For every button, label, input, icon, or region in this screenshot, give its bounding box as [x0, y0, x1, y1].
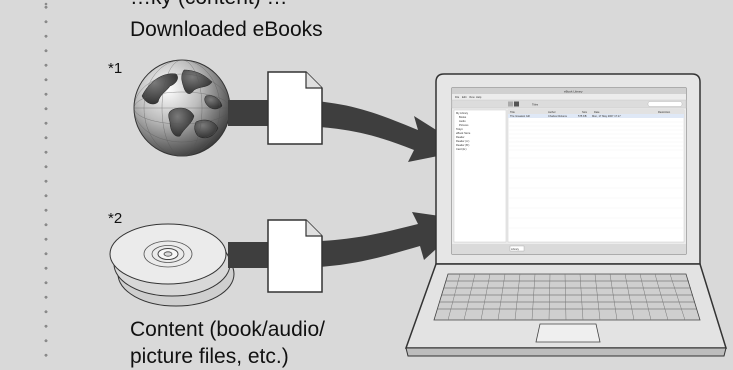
window-menu: File Edit View Help: [455, 95, 482, 99]
sidebar-item-store[interactable]: eBook Store: [456, 131, 471, 135]
disc-stack-icon: [109, 223, 235, 307]
sidebar-item-reader-a[interactable]: Reader (A:): [456, 139, 470, 143]
app-window: eBook Library File Edit View Help Titles…: [451, 88, 687, 254]
row-title[interactable]: The Greatest Gift: [510, 114, 530, 118]
column-restriction[interactable]: Restriction: [658, 110, 671, 114]
sidebar-item-pictures[interactable]: Pictures: [459, 123, 469, 127]
sidebar-item-card[interactable]: Card (E:): [456, 147, 467, 151]
status-label: Library: [511, 247, 520, 251]
sidebar-item-reader[interactable]: Reader: [456, 135, 465, 139]
sidebar-item-reader-b[interactable]: Reader (B:): [456, 143, 470, 147]
column-author[interactable]: Author: [548, 110, 556, 114]
column-size[interactable]: Size: [582, 110, 588, 114]
downloaded-ebooks-heading: Downloaded eBooks: [130, 18, 323, 41]
sidebar-item-library[interactable]: My Library: [456, 111, 469, 115]
top-text-partial: …ky (content) …: [130, 0, 288, 10]
document-icon-1: [267, 71, 323, 145]
content-caption: Content (book/audio/ picture files, etc.…: [130, 316, 325, 370]
footnote-marker-1: *1: [108, 60, 123, 77]
globe-icon: [133, 59, 231, 157]
row-size: 575 KB: [578, 114, 587, 118]
caption-line-1: Content (book/audio/: [130, 318, 325, 341]
document-icon-2: [267, 219, 323, 293]
caption-line-2: picture files, etc.): [130, 345, 289, 368]
column-date[interactable]: Date: [594, 110, 600, 114]
sidebar-item-audio[interactable]: Audio: [459, 119, 466, 123]
menu-help[interactable]: Help: [476, 95, 482, 99]
menu-edit[interactable]: Edit: [462, 95, 467, 99]
window-title: eBook Library: [564, 89, 583, 93]
dotted-border: [44, 2, 48, 6]
sidebar: My Library Books Audio Pictures Tokyo eB…: [456, 111, 471, 151]
sidebar-item-tokyo[interactable]: Tokyo: [456, 127, 463, 131]
view-toggle-icon[interactable]: [508, 101, 513, 107]
menu-file[interactable]: File: [455, 95, 460, 99]
menu-view[interactable]: View: [469, 95, 475, 99]
dotted-border-column: [44, 0, 48, 358]
search-input[interactable]: [647, 101, 683, 107]
row-author: Charles Dickens: [548, 114, 568, 118]
column-title[interactable]: Title: [510, 110, 515, 114]
sidebar-item-books[interactable]: Books: [459, 115, 467, 119]
footnote-marker-2: *2: [108, 210, 123, 227]
toolbar-view-label: Titles: [532, 103, 539, 107]
row-date: Mon, 17 May 2007 17:17: [592, 114, 621, 118]
view-toggle-icon-2[interactable]: [514, 101, 519, 107]
